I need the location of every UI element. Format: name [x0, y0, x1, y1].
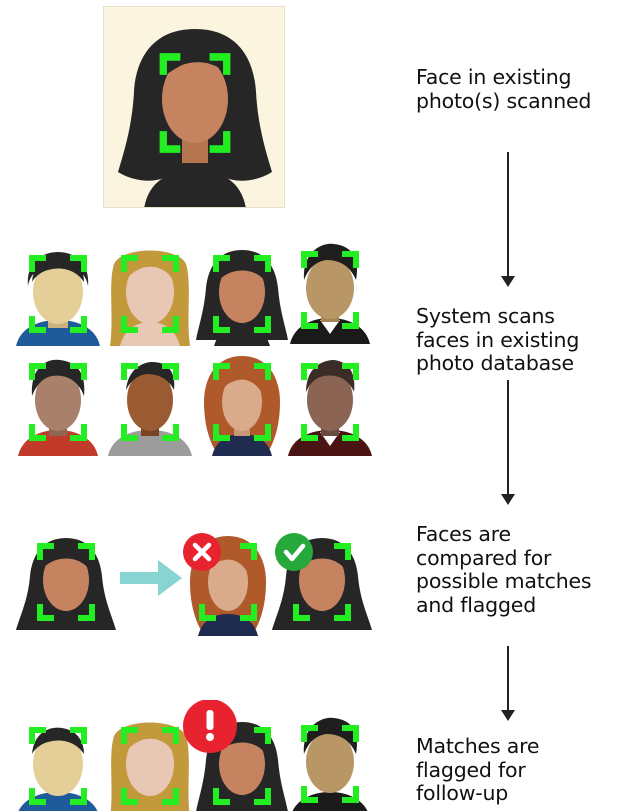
face-thumbnail: [288, 360, 372, 456]
step-1-label: Face in existing photo(s) scanned: [416, 66, 628, 113]
face-thumbnail: [204, 356, 280, 456]
compare-arrow-icon: [120, 560, 182, 596]
check-circle-icon: [275, 533, 313, 571]
face-thumbnail: [196, 250, 288, 346]
face-thumbnail: [290, 718, 370, 811]
face-thumbnail: [16, 252, 100, 346]
face-thumbnail: [108, 362, 192, 456]
source-photo: [103, 6, 285, 208]
face-comparison: [10, 520, 380, 640]
down-arrow-icon: [500, 380, 516, 506]
face-thumbnail: [18, 360, 98, 456]
step-4-label: Matches are flagged for follow-up: [416, 735, 628, 806]
face-thumbnail: [16, 538, 116, 630]
x-circle-icon: [183, 533, 221, 571]
down-arrow-icon: [500, 152, 516, 288]
face-thumbnail: [16, 728, 100, 811]
flagged-matches: [10, 700, 380, 811]
face-thumbnail: [110, 723, 190, 811]
step-2-label: System scans faces in existing photo dat…: [416, 305, 628, 376]
face-thumbnail: [110, 251, 190, 347]
woman-portrait-icon: [104, 7, 285, 208]
face-thumbnail: [290, 244, 370, 344]
photo-database-grid: [10, 240, 380, 456]
exclamation-circle-icon: [183, 700, 237, 753]
step-3-label: Faces are compared for possible matches …: [416, 523, 628, 617]
down-arrow-icon: [500, 646, 516, 722]
